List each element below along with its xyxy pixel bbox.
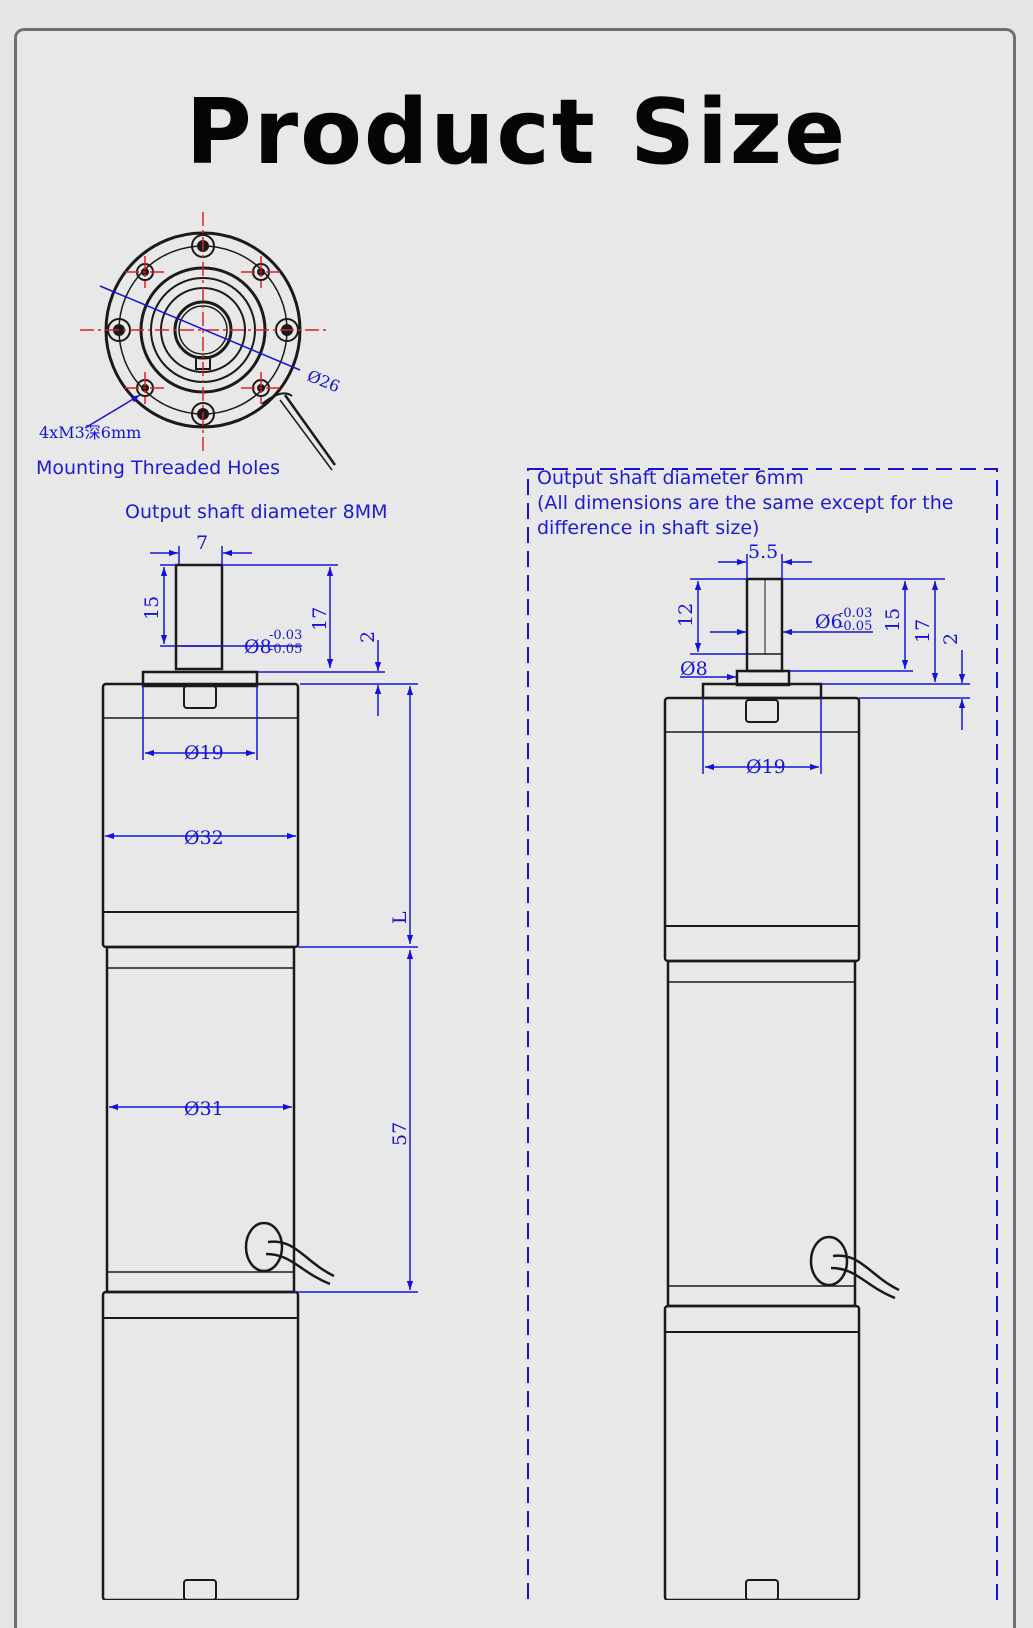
right-dimension-lines — [680, 554, 970, 774]
flange-dimensions — [84, 285, 301, 429]
right-flat-width-label: 5.5 — [748, 541, 778, 563]
right-shoulder-label: 2 — [940, 633, 962, 645]
right-boss-dia-label: Ø19 — [746, 756, 786, 778]
left-boss-dia-label: Ø19 — [184, 742, 224, 764]
right-shaft-dia-label: Ø6 — [815, 611, 843, 633]
left-shaft-length-label: 15 — [141, 596, 163, 620]
right-shaft-total-label: 17 — [912, 619, 934, 643]
left-shaft-dia-label: Ø8 — [244, 636, 272, 658]
left-shaft-caption: Output shaft diameter 8MM — [125, 501, 388, 523]
left-motor-length-label: 57 — [389, 1122, 411, 1146]
left-dimension-lines — [105, 546, 418, 1293]
right-shaft-length-label: 15 — [882, 608, 904, 632]
flange-diameter-label: Ø26 — [305, 366, 343, 396]
flange-centerlines — [80, 212, 328, 452]
right-shaft-caption: Output shaft diameter 6mm (All dimension… — [537, 467, 954, 539]
threaded-holes-label: 4xM3深6mm — [39, 423, 141, 442]
right-tol-upper: -0.03 — [839, 606, 872, 621]
left-motor-dia-label: Ø31 — [184, 1098, 224, 1120]
variant-dashed-frame — [527, 468, 998, 1600]
left-body-dia-label: Ø32 — [184, 827, 224, 849]
left-tol-lower: -0.05 — [269, 642, 302, 657]
left-gearbox-length-label: L — [389, 911, 411, 924]
right-motor-body — [663, 577, 900, 1600]
mounting-holes-caption: Mounting Threaded Holes — [36, 457, 280, 479]
left-shaft-total-label: 17 — [309, 607, 331, 631]
page-title: Product Size — [185, 80, 848, 185]
right-collar-dia-label: Ø8 — [680, 658, 708, 680]
left-shoulder-label: 2 — [357, 631, 379, 643]
right-flat-length-label: 12 — [675, 603, 697, 627]
left-shaft-width-label: 7 — [196, 532, 208, 554]
left-motor-body — [101, 563, 335, 1600]
right-tol-lower: -0.05 — [839, 619, 872, 634]
left-tol-upper: -0.03 — [269, 628, 302, 643]
